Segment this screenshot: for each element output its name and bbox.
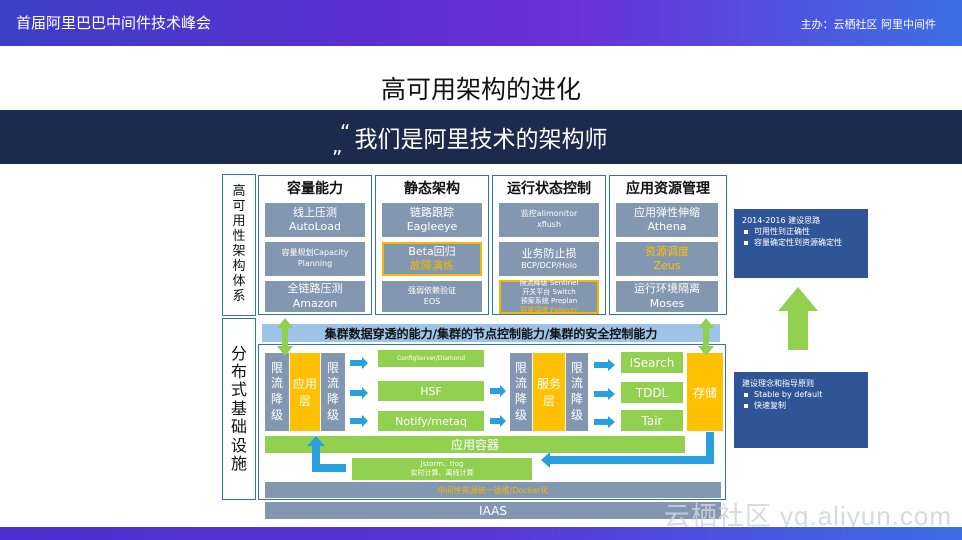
double-arrow-icon: [698, 318, 714, 356]
notify-box: Notify/metaq: [378, 411, 484, 431]
slide-quote: 我们是阿里技术的架构师: [354, 127, 608, 153]
header-title: 首届阿里巴巴中间件技术峰会: [16, 14, 212, 32]
limit-degrade-left-2: 限流降级: [321, 353, 345, 431]
arrow-up-icon: [307, 436, 346, 472]
iaas-bar: IAAS: [265, 502, 721, 519]
tddl-box: TDDL: [621, 382, 683, 403]
quote-close-mark: ”: [332, 146, 343, 170]
middleware-ops-bar: 中间件资源统一运维/Docker化: [265, 482, 721, 498]
service-layer: 服务层: [533, 353, 565, 431]
slide-title: 高可用架构的进化: [380, 75, 581, 104]
configserver-box: ConfigServer/Diamond: [378, 350, 484, 367]
header-host: 主办：云栖社区 阿里中间件: [800, 18, 937, 31]
arrow-right-icon: [594, 359, 615, 371]
arrow-right-icon: [350, 415, 368, 427]
label-distributed-infra: 分布式基础设施: [222, 318, 256, 500]
box-beta-regression: Beta回归故障演练: [382, 242, 482, 276]
limit-degrade-right-2: 限流降级: [566, 353, 588, 431]
cluster-capability-bar: 集群数据穿透的能力/集群的节点控制能力/集群的安全控制能力: [262, 324, 720, 342]
column-runtime-control-title: 运行状态控制: [507, 181, 591, 197]
limit-degrade-right-1: 限流降级: [510, 353, 532, 431]
side-box-principles: 建设理念和指导原则 Stable by default 快速复制: [734, 372, 868, 448]
double-arrow-icon: [277, 318, 293, 356]
big-up-arrow-icon: [778, 287, 818, 350]
limit-degrade-left-1: 限流降级: [265, 353, 289, 431]
column-capacity-title: 容量能力: [287, 181, 343, 197]
watermark: 云栖社区 yq.aliyun.com: [663, 501, 952, 531]
isearch-box: ISearch: [621, 352, 683, 373]
header-bar: [0, 0, 962, 46]
hsf-box: HSF: [378, 381, 484, 401]
arrow-right-icon: [490, 385, 506, 397]
tair-box: Tair: [621, 410, 683, 431]
quote-open-mark: “: [340, 120, 351, 144]
footer-bar: [0, 527, 962, 540]
label-high-availability: 高可用性架构体系: [222, 174, 256, 316]
column-static-arch-title: 静态架构: [404, 181, 460, 197]
arrow-right-icon: [594, 416, 615, 428]
side-box-strategy: 2014-2016 建设思路 可用性到正确性 容量确定性到资源确定性: [734, 209, 868, 278]
arrow-right-icon: [490, 415, 506, 427]
arrow-right-icon: [594, 388, 615, 400]
app-container-bar: 应用容器: [265, 436, 685, 453]
arrow-right-icon: [350, 387, 368, 399]
quote-band: [0, 110, 962, 164]
arrow-left-icon: [541, 432, 714, 468]
storage-box: 存储: [687, 353, 723, 431]
column-resource-mgmt-title: 应用资源管理: [626, 181, 710, 197]
app-layer: 应用层: [290, 353, 320, 431]
arrow-right-icon: [350, 357, 368, 369]
